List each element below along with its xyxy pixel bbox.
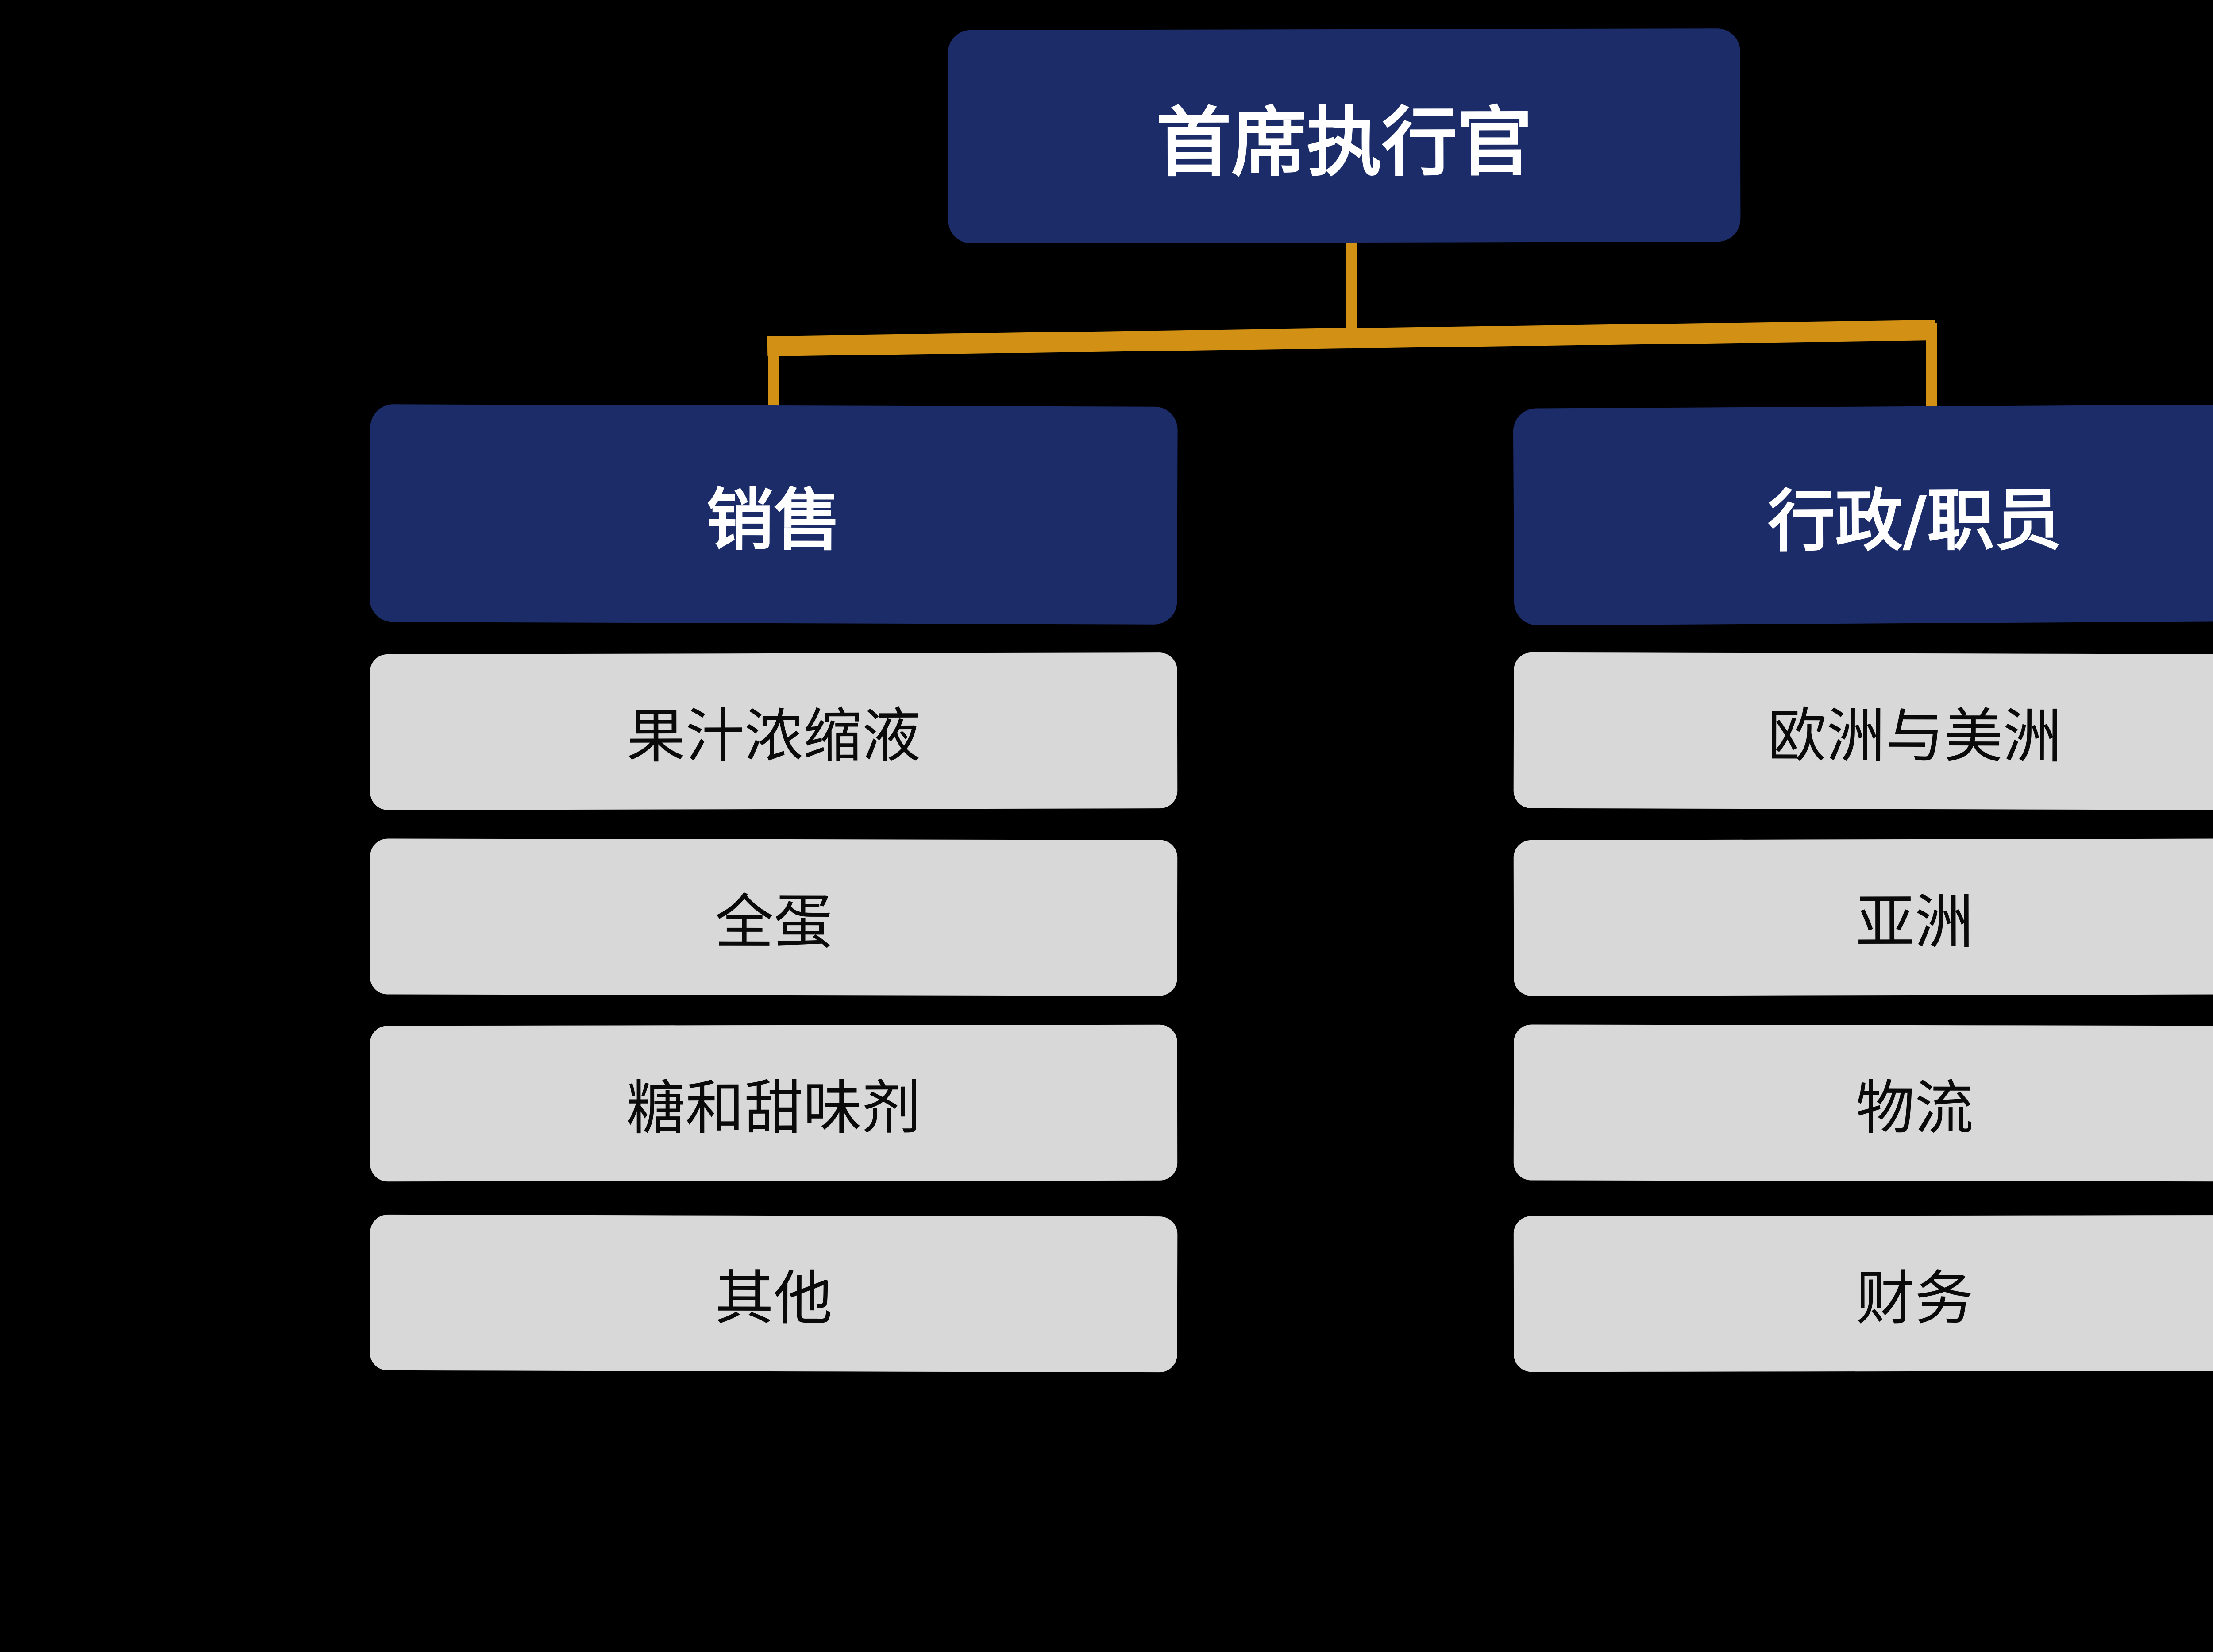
- node-admin-child-1: 欧洲与美洲: [1513, 652, 2213, 811]
- node-admin-child-3: 物流: [1513, 1024, 2213, 1182]
- node-sales-label: 销售: [706, 481, 841, 560]
- node-admin-child-3-label: 物流: [1855, 1074, 1974, 1143]
- node-sales-child-4: 其他: [370, 1214, 1178, 1373]
- node-ceo-label: 首席执行官: [1156, 99, 1533, 187]
- node-sales-child-3: 糖和甜味剂: [370, 1024, 1178, 1182]
- node-admin-child-4: 财务: [1513, 1215, 2213, 1372]
- node-admin-child-2-label: 亚洲: [1855, 888, 1974, 957]
- node-sales-child-4-label: 其他: [714, 1264, 833, 1333]
- node-sales-child-3-label: 糖和甜味剂: [626, 1074, 921, 1143]
- connector-bar: [767, 320, 1935, 356]
- node-admin: 行政/职员: [1513, 404, 2213, 625]
- node-admin-child-1-label: 欧洲与美洲: [1767, 702, 2062, 771]
- node-sales-child-1: 果汁浓缩液: [370, 652, 1178, 810]
- node-ceo: 首席执行官: [948, 28, 1741, 243]
- node-sales-child-1-label: 果汁浓缩液: [626, 702, 921, 771]
- node-admin-child-2: 亚洲: [1513, 838, 2213, 996]
- node-sales-child-2: 全蛋: [370, 838, 1178, 996]
- node-sales: 销售: [370, 404, 1178, 625]
- node-sales-child-2-label: 全蛋: [714, 888, 833, 957]
- node-admin-child-4-label: 财务: [1855, 1264, 1974, 1333]
- node-admin-label: 行政/职员: [1767, 481, 2062, 561]
